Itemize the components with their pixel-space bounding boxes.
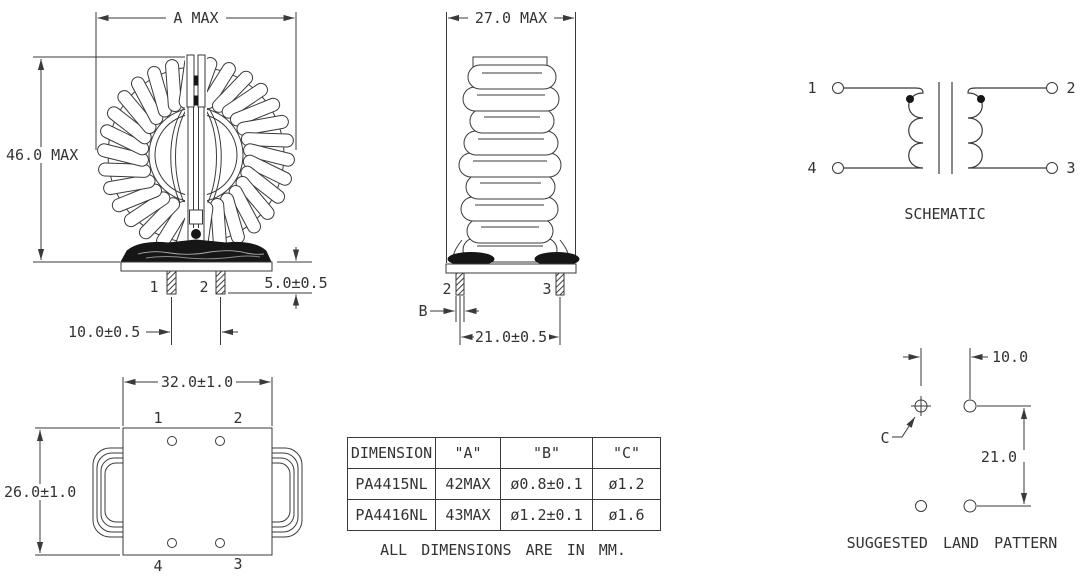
land-pad-4 <box>915 500 927 512</box>
dim-32-0-label: 32.0±1.0 <box>161 373 233 391</box>
pad-c-label: C <box>880 429 889 447</box>
side-pin-2 <box>455 272 465 296</box>
dim-27-max-label: 27.0 MAX <box>475 9 547 27</box>
land-pad-2 <box>963 399 977 413</box>
front-pin2-label: 2 <box>199 278 208 296</box>
dim-a-max-label: A MAX <box>173 9 218 27</box>
bottom-winding-bulge-right <box>272 447 303 538</box>
bottom-hole-4 <box>167 538 177 548</box>
dim-46-max: 46.0 MAX <box>3 59 79 260</box>
dim-32-0: 32.0±1.0 <box>122 373 273 426</box>
land-pattern-title: SUGGESTED LAND PATTERN <box>847 534 1058 552</box>
side-header-plate <box>445 263 577 274</box>
side-pin3-label: 3 <box>542 280 551 298</box>
schematic: 1 4 2 3 SCHEMATIC <box>807 79 1075 223</box>
front-view: 1 2 A MAX 46.0 MAX 5.0±0.5 <box>3 9 328 345</box>
land-dim-10-label: 10.0 <box>992 348 1028 366</box>
dim-21-0: 21.0±0.5 <box>461 297 561 346</box>
bottom-pin2-label: 2 <box>233 409 242 427</box>
phase-dot-primary <box>906 95 914 103</box>
dimensions-note: ALL DIMENSIONS ARE IN MM. <box>380 541 626 559</box>
pad-c-leader <box>892 416 916 438</box>
dim-b: B <box>418 296 479 345</box>
bottom-pin1-label: 1 <box>153 409 162 427</box>
bottom-pin3-label: 3 <box>233 555 242 573</box>
dim-46-max-label: 46.0 MAX <box>6 146 78 164</box>
land-dim-21-label: 21.0 <box>981 448 1017 466</box>
schematic-title: SCHEMATIC <box>904 205 985 223</box>
land-pattern: 10.0 21.0 C SUGGESTED LAND PATTERN <box>847 348 1058 552</box>
land-pad-3 <box>963 499 977 513</box>
schematic-pin4-label: 4 <box>807 159 816 177</box>
side-pin-3 <box>555 272 565 296</box>
table-header-dimension: DIMENSION <box>347 437 436 469</box>
dim-b-label: B <box>418 302 427 320</box>
terminal-3 <box>1046 162 1058 174</box>
schematic-pin2-label: 2 <box>1066 79 1075 97</box>
dim-c-cell: ø1.6 <box>592 499 661 531</box>
dim-5-0-label: 5.0±0.5 <box>264 274 327 292</box>
dim-21-0-label: 21.0±0.5 <box>475 328 547 346</box>
schematic-pin1-label: 1 <box>807 79 816 97</box>
front-header-plate <box>120 261 273 272</box>
part-number-cell: PA4415NL <box>347 468 436 500</box>
dim-b-cell: ø0.8±0.1 <box>500 468 593 500</box>
dim-b-cell: ø1.2±0.1 <box>500 499 593 531</box>
bottom-view: 1 2 4 3 32.0±1.0 26.0±1.0 <box>2 373 303 575</box>
table-header-b: "B" <box>500 437 593 469</box>
table-header-c: "C" <box>592 437 661 469</box>
bottom-hole-1 <box>167 436 177 446</box>
bottom-hole-3 <box>215 538 225 548</box>
dim-10-0: 10.0±0.5 <box>68 297 238 345</box>
center-mount <box>185 52 207 242</box>
primary-winding <box>844 87 924 169</box>
dim-c-cell: ø1.2 <box>592 468 661 500</box>
schematic-pin3-label: 3 <box>1066 159 1075 177</box>
side-view: 2 3 27.0 MAX B 21.0±0.5 <box>418 9 580 346</box>
side-pin2-label: 2 <box>442 280 451 298</box>
part-number-cell: PA4416NL <box>347 499 436 531</box>
phase-dot-secondary <box>977 95 985 103</box>
side-winding-stack <box>458 64 562 263</box>
wire-joint-dot <box>191 229 201 239</box>
terminal-1 <box>832 82 844 94</box>
dim-26-0-label: 26.0±1.0 <box>4 483 76 501</box>
front-pin1-label: 1 <box>149 278 158 296</box>
front-pin-1 <box>166 270 177 295</box>
terminal-4 <box>832 162 844 174</box>
bottom-pin4-label: 4 <box>153 557 162 575</box>
dimension-table: DIMENSION "A" "B" "C" PA4415NL 42MAX ø0.… <box>347 437 661 531</box>
table-header-a: "A" <box>435 437 501 469</box>
front-pin-2 <box>215 270 226 295</box>
table-row: PA4416NL 43MAX ø1.2±0.1 ø1.6 <box>347 499 661 531</box>
bottom-hole-2 <box>215 436 225 446</box>
table-header-row: DIMENSION "A" "B" "C" <box>347 437 661 469</box>
dim-10-0-label: 10.0±0.5 <box>68 323 140 341</box>
table-row: PA4415NL 42MAX ø0.8±0.1 ø1.2 <box>347 468 661 500</box>
dim-a-cell: 42MAX <box>435 468 501 500</box>
bottom-winding-bulge-left <box>92 447 123 538</box>
secondary-winding <box>967 87 1047 169</box>
dim-26-0: 26.0±1.0 <box>2 427 120 556</box>
dim-27-max: 27.0 MAX <box>448 9 574 27</box>
dim-a-cell: 43MAX <box>435 499 501 531</box>
dim-a-max: A MAX <box>95 9 297 150</box>
dim-5-0: 5.0±0.5 <box>228 247 328 309</box>
bottom-base-plate <box>122 427 273 556</box>
terminal-2 <box>1046 82 1058 94</box>
